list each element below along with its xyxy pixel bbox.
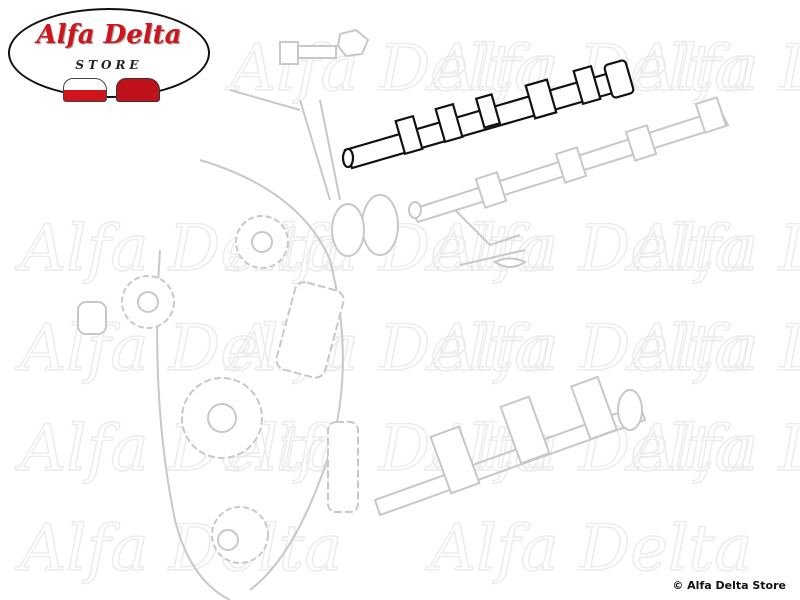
timing-chains	[275, 281, 359, 513]
watermark-text: Alfa Delta	[425, 512, 752, 586]
camshaft-sprocket-hub	[331, 194, 399, 257]
white-car-icon	[63, 78, 107, 102]
watermark-text: Alfa Delta	[425, 212, 752, 286]
watermark-text: Alfa Delta	[15, 412, 342, 486]
store-logo[interactable]: Alfa Delta STORE	[8, 8, 210, 102]
watermark-text: Alfa Delta	[625, 32, 800, 106]
watermark-text: Alfa Delta	[625, 412, 800, 486]
watermark-text: Alfa Delta	[625, 312, 800, 386]
watermark-text: Alfa Delta	[225, 412, 552, 486]
watermark-text: Alfa Delta	[425, 312, 752, 386]
sprockets	[77, 215, 289, 564]
logo-subtitle: STORE	[75, 58, 143, 72]
exhaust-camshaft	[408, 96, 730, 224]
logo-title: Alfa Delta	[36, 20, 182, 50]
bolt-and-nut	[279, 28, 370, 65]
woodruff-key	[454, 209, 528, 268]
red-car-icon	[116, 78, 160, 102]
logo-ellipse	[8, 8, 210, 98]
watermark-text: Alfa Delta	[625, 212, 800, 286]
watermark-text: Alfa Delta	[15, 512, 342, 586]
highlighted-camshaft[interactable]	[341, 59, 635, 170]
crankshaft	[373, 375, 647, 517]
watermark-text: Alfa Delta	[15, 212, 342, 286]
copyright-notice: © Alfa Delta Store	[672, 579, 786, 592]
